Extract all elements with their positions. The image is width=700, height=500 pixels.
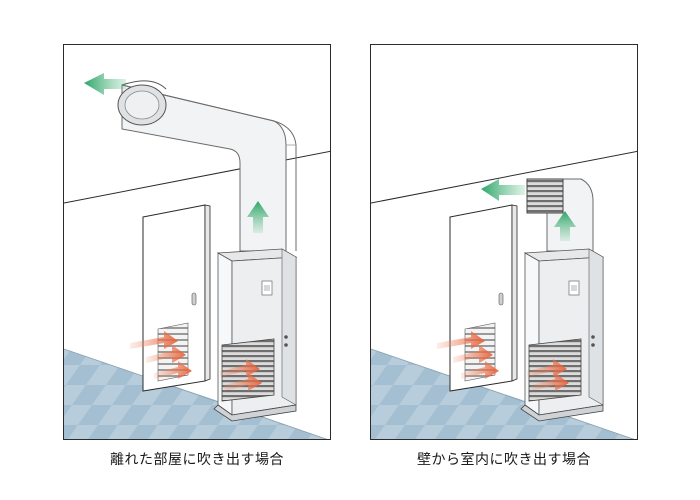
airflow-arrow-icon — [84, 73, 126, 95]
airflow-arrow-icon — [481, 179, 525, 201]
diagram-panel-wall-outlet — [370, 44, 638, 440]
airflow-arrow-icon — [437, 331, 499, 379]
ceiling-line — [371, 150, 637, 204]
ac-unit-icon — [520, 248, 605, 422]
grille-icon — [526, 178, 564, 214]
caption-wall-outlet: 壁から室内に吹き出す場合 — [417, 452, 591, 468]
diagram-panel-remote-room — [63, 44, 331, 440]
caption-remote-room: 離れた部屋に吹き出す場合 — [110, 452, 284, 468]
door-icon — [449, 204, 518, 392]
airflow-arrow-icon — [130, 331, 192, 379]
duct-icon — [117, 80, 297, 252]
airflow-arrow-icon — [554, 211, 576, 241]
ac-unit-icon — [213, 248, 298, 422]
ceiling-line — [64, 150, 330, 204]
airflow-arrow-icon — [220, 359, 262, 391]
door-icon — [142, 204, 211, 392]
airflow-arrow-icon — [527, 359, 569, 391]
airflow-arrow-icon — [247, 201, 269, 233]
